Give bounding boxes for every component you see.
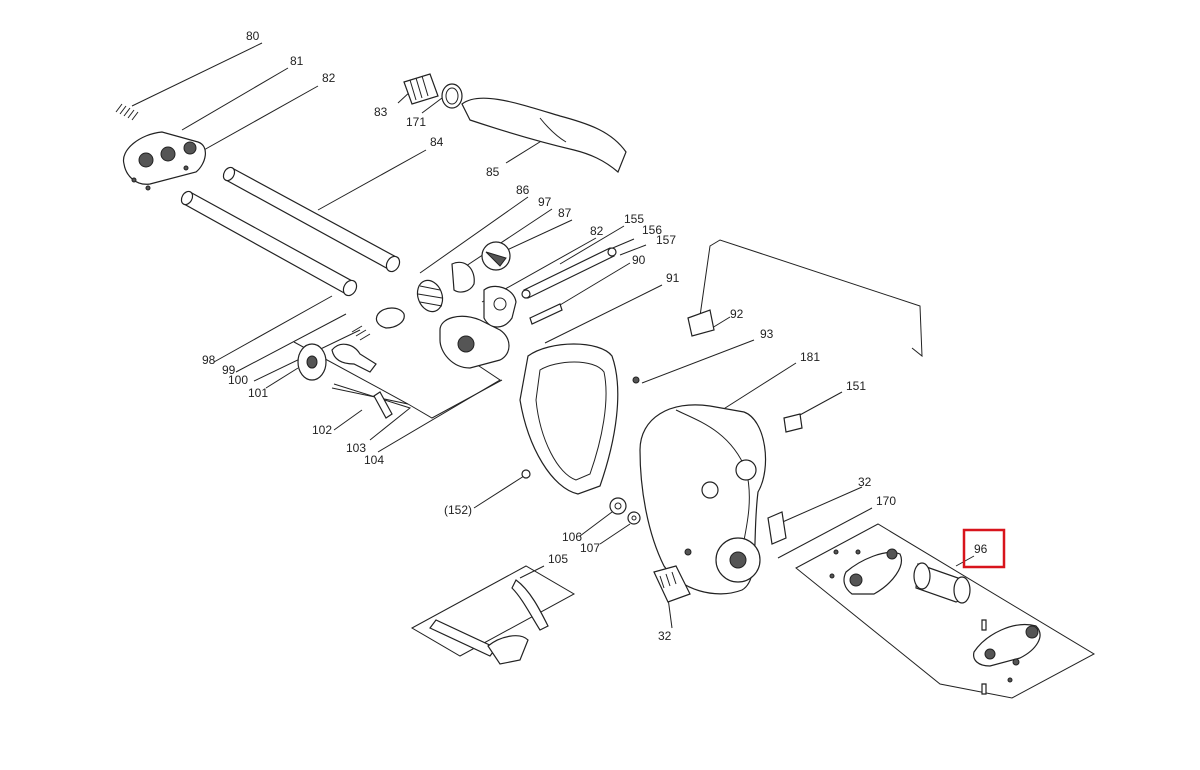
label-99: 99 <box>222 363 236 377</box>
label-93: 93 <box>760 327 774 341</box>
part-102-lever <box>331 343 393 419</box>
part-87-disc <box>481 241 511 271</box>
part-170-mount-plate <box>829 548 902 595</box>
label-80: 80 <box>246 29 260 43</box>
label-86: 86 <box>516 183 530 197</box>
part-32-bracket <box>767 511 787 545</box>
label-32: 32 <box>658 629 672 643</box>
label-151: 151 <box>846 379 866 393</box>
label-107: 107 <box>580 541 600 555</box>
label-155: 155 <box>624 212 644 226</box>
part-98-lower-tube <box>180 190 358 297</box>
label-102: 102 <box>312 423 332 437</box>
part-171-ring <box>441 83 463 109</box>
part-81-handle-cap <box>122 131 206 191</box>
label-82: 82 <box>590 224 604 238</box>
part-91-frame <box>519 343 619 495</box>
label-104: 104 <box>364 453 384 467</box>
label-85: 85 <box>486 165 500 179</box>
label-100: 100 <box>228 373 248 387</box>
label-157: 157 <box>656 233 676 247</box>
part-85-hose <box>461 97 627 174</box>
label-82: 82 <box>322 71 336 85</box>
part-152-screw <box>521 469 531 479</box>
label-97: 97 <box>538 195 552 209</box>
label-92: 92 <box>730 307 744 321</box>
highlight-box <box>962 528 1006 569</box>
part-86-spring-coil <box>416 279 444 313</box>
part-151-clip <box>783 413 803 433</box>
part-92-cable <box>687 239 923 358</box>
label-106: 106 <box>562 530 582 544</box>
part-106-nut <box>609 497 627 515</box>
part-84-upper-tube <box>222 166 401 273</box>
label-81: 81 <box>290 54 304 68</box>
part-90-pin <box>529 303 563 325</box>
part-82-rod <box>521 247 617 299</box>
label-105: 105 <box>548 552 568 566</box>
label-91: 91 <box>666 271 680 285</box>
part-cover-plate <box>973 619 1041 695</box>
label-171: 171 <box>406 115 426 129</box>
label-83: 83 <box>374 105 388 119</box>
label-32: 32 <box>858 475 872 489</box>
label-90: 90 <box>632 253 646 267</box>
label-170: 170 <box>876 494 896 508</box>
part-99-100-springs <box>351 307 405 341</box>
part-96-sleeve <box>913 562 971 604</box>
part-101-roller <box>297 343 327 381</box>
part-83-connector <box>403 73 439 105</box>
part-105-lever-arm <box>429 579 549 665</box>
part-97-clip <box>451 261 475 293</box>
part-labels: 80 81 82 83 171 84 85 86 97 87 82 155 15… <box>202 29 988 643</box>
label-156: 156 <box>642 223 662 237</box>
part-107-washer <box>627 511 641 525</box>
label-152: (152) <box>444 503 472 517</box>
label-87: 87 <box>558 206 572 220</box>
label-181: 181 <box>800 350 820 364</box>
label-98: 98 <box>202 353 216 367</box>
part-32-scale-plate <box>653 565 691 603</box>
label-96: 96 <box>974 542 988 556</box>
leader-lines <box>131 42 975 629</box>
label-101: 101 <box>248 386 268 400</box>
part-181-housing <box>639 404 767 595</box>
part-93-screw <box>632 376 640 384</box>
part-80-spring <box>115 103 139 121</box>
assembly-group-outlines <box>293 341 1096 699</box>
label-103: 103 <box>346 441 366 455</box>
label-84: 84 <box>430 135 444 149</box>
part-head-assembly <box>439 285 517 369</box>
